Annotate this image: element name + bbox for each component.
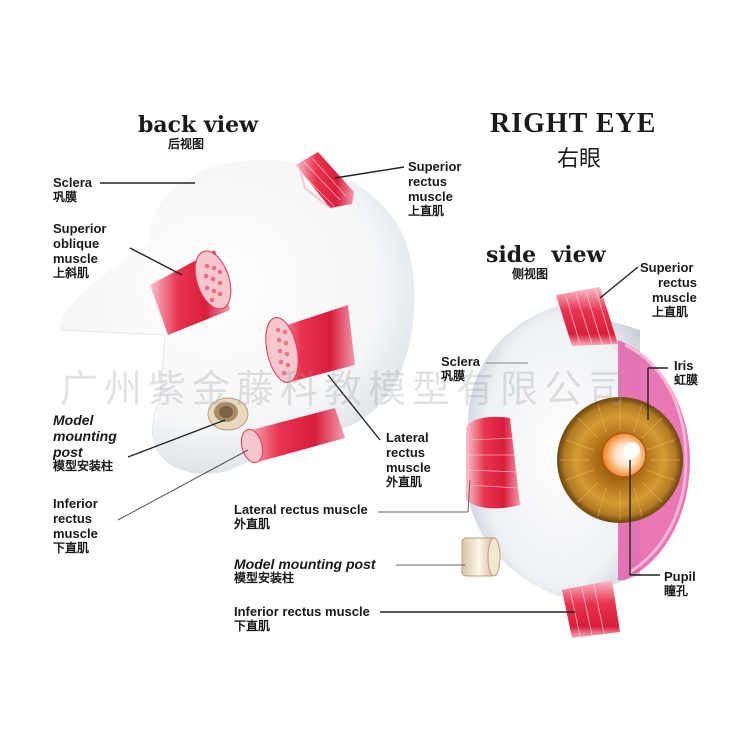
back-superior-rectus-label-line1: Superior — [408, 159, 462, 174]
side-model-post-label-zh: 模型安装柱 — [234, 571, 295, 586]
back-superior-rectus-label-line2: rectus — [408, 173, 448, 189]
back-view-sclera-shape — [60, 160, 415, 475]
diagram-title-zh: 右眼 — [557, 146, 602, 171]
back-superior-oblique-label-line2: oblique — [53, 235, 100, 251]
side-view-eyeball — [466, 305, 690, 600]
back-superior-oblique-muscle — [150, 250, 232, 335]
side-model-post-label: Model mounting post 模型安装柱 — [234, 556, 376, 586]
back-lateral-rectus-label-line2: rectus — [386, 444, 426, 460]
side-inferior-rectus-label-zh: 下直肌 — [234, 618, 271, 633]
side-superior-rectus-label: Superior rectus muscle 上直肌 — [640, 260, 698, 320]
back-lateral-rectus-label-line1: Lateral — [386, 430, 429, 445]
back-inferior-rectus-label-line3: muscle — [53, 525, 98, 541]
side-superior-rectus-label-zh: 上直肌 — [652, 304, 689, 319]
side-iris-label-en: Iris — [674, 358, 694, 373]
back-view-heading: back view — [138, 112, 259, 138]
back-superior-oblique-label-line3: muscle — [53, 250, 98, 266]
back-view-sclera-highlight — [59, 329, 166, 456]
back-model-post-label-line3: post — [53, 444, 83, 461]
back-superior-rectus-muscle — [296, 152, 354, 209]
back-sclera-label: Sclera 巩膜 — [53, 175, 93, 205]
back-inferior-rectus-muscle — [240, 408, 345, 464]
side-view-heading: side view — [486, 242, 606, 268]
side-model-post-label-en: Model mounting post — [234, 556, 376, 572]
back-lateral-rectus-label: Lateral rectus muscle 外直肌 — [386, 430, 431, 490]
back-lateral-rectus-muscle — [265, 305, 355, 383]
side-inferior-rectus-label: Inferior rectus muscle 下直肌 — [234, 604, 370, 634]
side-pupil-label-zh: 瞳孔 — [664, 583, 689, 598]
back-model-post-label-zh: 模型安装柱 — [53, 459, 114, 474]
back-superior-rectus-label-line3: muscle — [408, 188, 453, 204]
side-lateral-rectus-muscle — [466, 416, 520, 509]
watermark-text: 广州紫金藤科教模型有限公司 — [60, 367, 633, 411]
side-inferior-rectus-muscle — [562, 580, 620, 638]
back-superior-rectus-label: Superior rectus muscle 上直肌 — [408, 159, 462, 219]
side-lateral-rectus-label-zh: 外直肌 — [234, 516, 271, 531]
back-model-post-label-line1: Model — [53, 412, 94, 428]
side-pupil-label: Pupil 瞳孔 — [664, 569, 696, 599]
back-lateral-rectus-label-zh: 外直肌 — [386, 474, 423, 489]
back-superior-oblique-label: Superior oblique muscle 上斜肌 — [53, 221, 107, 281]
leader-lines — [100, 166, 668, 613]
back-model-post-label-line2: mounting — [53, 428, 117, 445]
side-lateral-rectus-label: Lateral rectus muscle 外直肌 — [234, 502, 368, 532]
back-superior-rectus-label-zh: 上直肌 — [408, 203, 445, 218]
back-superior-oblique-label-line1: Superior — [53, 221, 107, 236]
diagram-title: RIGHT EYE — [490, 108, 657, 139]
side-sclera-label: Sclera 巩膜 — [441, 354, 481, 384]
side-lateral-rectus-label-en: Lateral rectus muscle — [234, 502, 368, 517]
back-inferior-rectus-label-zh: 下直肌 — [53, 540, 90, 555]
side-sclera-label-zh: 巩膜 — [441, 368, 466, 383]
side-superior-rectus-label-line1: Superior — [640, 260, 694, 275]
side-inferior-rectus-label-en: Inferior rectus muscle — [234, 604, 370, 619]
back-inferior-rectus-label-line1: Inferior — [53, 496, 98, 511]
back-superior-oblique-label-zh: 上斜肌 — [53, 265, 90, 280]
side-pupil-label-en: Pupil — [664, 569, 696, 584]
back-sclera-label-zh: 巩膜 — [53, 189, 78, 204]
back-sclera-label-en: Sclera — [53, 175, 93, 190]
side-superior-rectus-muscle — [556, 287, 618, 346]
side-iris-label: Iris 虹膜 — [674, 358, 699, 388]
back-inferior-rectus-label-line2: rectus — [53, 510, 93, 526]
side-sclera-label-en: Sclera — [441, 354, 481, 369]
side-superior-rectus-label-line2: rectus — [658, 274, 698, 290]
side-mounting-post — [461, 537, 501, 577]
side-view-heading-zh: 侧视图 — [512, 267, 549, 281]
back-model-post-label: Model mounting post 模型安装柱 — [53, 412, 117, 474]
back-lateral-rectus-label-line3: muscle — [386, 459, 431, 475]
back-inferior-rectus-label: Inferior rectus muscle 下直肌 — [53, 496, 98, 556]
side-superior-rectus-label-line3: muscle — [652, 289, 697, 305]
back-view-heading-zh: 后视图 — [168, 137, 205, 151]
side-iris-label-zh: 虹膜 — [674, 372, 699, 387]
